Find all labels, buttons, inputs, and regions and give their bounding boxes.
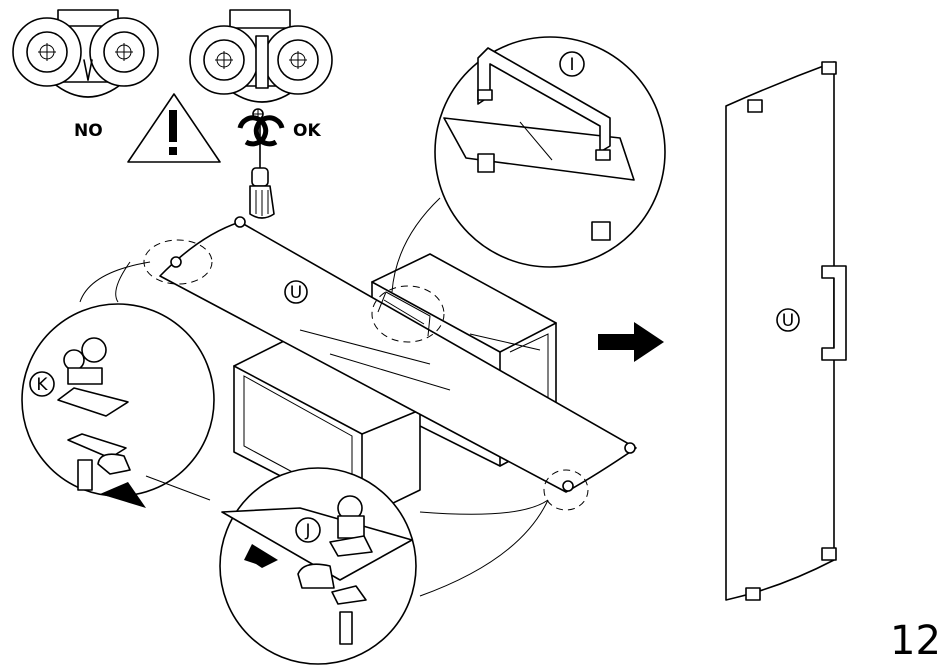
callout-hinge-k-detail (22, 304, 214, 508)
result-arrow-icon (598, 322, 664, 362)
warning-icon (128, 94, 220, 162)
part-i-label: I (569, 55, 574, 75)
page-number: 12 (890, 618, 941, 664)
correct-label: OK (293, 121, 321, 141)
part-u-label-result: U (782, 311, 794, 331)
part-k-label: K (36, 375, 48, 395)
wrong-label: NO (74, 121, 103, 141)
callout-hinge-j-detail (220, 468, 416, 664)
rotate-arrows-icon (240, 118, 282, 144)
screwdriver-icon (250, 120, 274, 218)
roller-wrong (13, 10, 158, 97)
part-j-label: J (304, 521, 310, 541)
part-u-label: U (290, 283, 302, 303)
roller-correct (190, 10, 332, 119)
callout-handle-detail (435, 37, 665, 267)
